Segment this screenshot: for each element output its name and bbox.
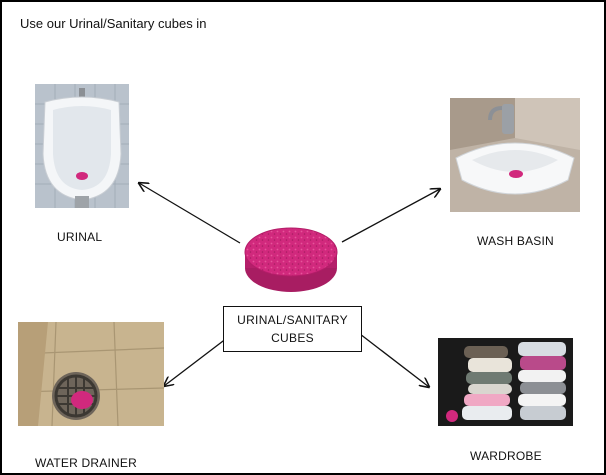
arrow-to-urinal [139,183,241,244]
product-label-box: URINAL/SANITARY CUBES [223,306,362,352]
arrow-to-wardrobe [359,333,429,387]
product-label-line2: CUBES [271,331,314,345]
water-drainer-photo [18,322,164,426]
label-wardrobe: WARDROBE [470,449,542,463]
product-label-line1: URINAL/SANITARY [237,313,348,327]
label-urinal: URINAL [57,230,103,244]
wash-basin-photo [450,98,580,212]
pink-sanitary-cube-icon [244,227,338,292]
arrow-to-water-drainer [164,337,228,386]
label-wash-basin: WASH BASIN [477,234,554,248]
diagram-heading: Use our Urinal/Sanitary cubes in [20,16,207,31]
label-water-drainer: WATER DRAINER [35,456,137,470]
urinal-photo [35,84,129,208]
wardrobe-photo [438,338,573,426]
arrow-to-wash-basin [341,189,440,243]
